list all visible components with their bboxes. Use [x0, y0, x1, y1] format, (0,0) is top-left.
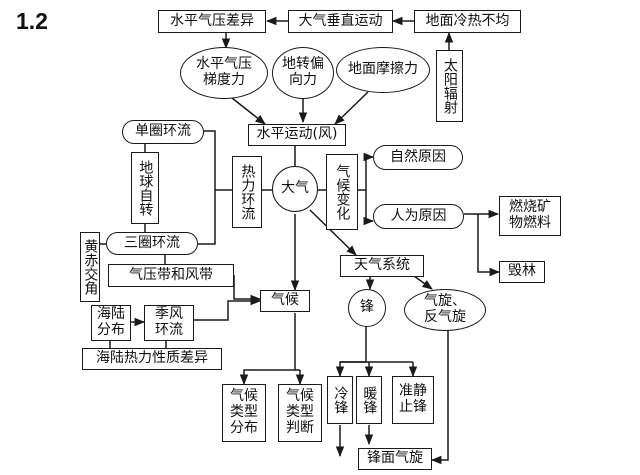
node-front: 锋 [348, 289, 386, 327]
node-pressure-belts: 气压带和风带 [108, 264, 234, 287]
edge-atmosphere-to-weather [309, 209, 357, 256]
node-atmosphere: 大气 [272, 166, 318, 212]
node-land-sea-thermal: 海陆热力性质差异 [82, 348, 222, 370]
edge-single-to-thermal [198, 130, 216, 245]
node-pressure-diff: 水平气压差异 [158, 10, 266, 33]
node-pressure-gradient: 水平气压 梯度力 [180, 47, 268, 99]
node-weather-system: 天气系统 [340, 255, 424, 277]
node-solar-radiation: 太阳辐射 [436, 50, 463, 122]
node-uneven-heating: 地面冷热不均 [414, 10, 521, 33]
node-monsoon: 季风 环流 [144, 305, 194, 341]
edge-belts-to-climate [233, 275, 262, 304]
node-stationary-front: 准静止锋 [392, 376, 434, 424]
edge-weather-to-cyclone [413, 275, 433, 290]
node-coriolis: 地转偏 向力 [272, 47, 334, 99]
node-vertical-motion: 大气垂直运动 [288, 10, 393, 33]
node-human-cause: 人为原因 [373, 204, 464, 229]
node-warm-front: 暖锋 [356, 376, 382, 424]
node-climate-change: 气候变化 [326, 154, 358, 230]
node-cold-front: 冷锋 [327, 376, 353, 424]
node-climate-types-judge: 气候 类型 判断 [278, 384, 322, 442]
edge-cyclone-to-frontal [430, 329, 449, 465]
node-land-sea-dist: 海陆 分布 [91, 305, 131, 341]
edge-monsoon-to-climate [194, 296, 262, 321]
node-horizontal-motion: 水平运动(风) [248, 124, 346, 146]
edge-front-to-types [335, 326, 367, 378]
node-single-cell: 单圈环流 [122, 120, 204, 144]
node-climate-types-dist: 气候 类型 分布 [222, 384, 266, 442]
node-thermal-circ: 热力环流 [232, 156, 262, 228]
node-earth-rotation: 地球自转 [131, 152, 159, 224]
node-fossil-fuel: 燃烧矿 物燃料 [499, 196, 561, 236]
edge-human-to-deforest [477, 214, 501, 277]
node-cyclone: 气旋、 反气旋 [404, 289, 486, 331]
node-deforestation: 毁林 [499, 261, 545, 283]
node-climate: 气候 [260, 290, 310, 312]
node-frontal-cyclone: 锋面气旋 [358, 448, 432, 470]
edge-friction-to-motion [334, 91, 369, 125]
edge-climate-to-types [239, 313, 296, 386]
node-three-cell: 三圈环流 [106, 232, 198, 255]
section-number: 1.2 [16, 8, 48, 34]
edge-gradient-to-motion [231, 97, 266, 125]
node-friction: 地面摩擦力 [336, 47, 430, 93]
node-ecliptic: 黄赤交角 [80, 232, 100, 302]
node-natural-cause: 自然原因 [373, 145, 463, 170]
